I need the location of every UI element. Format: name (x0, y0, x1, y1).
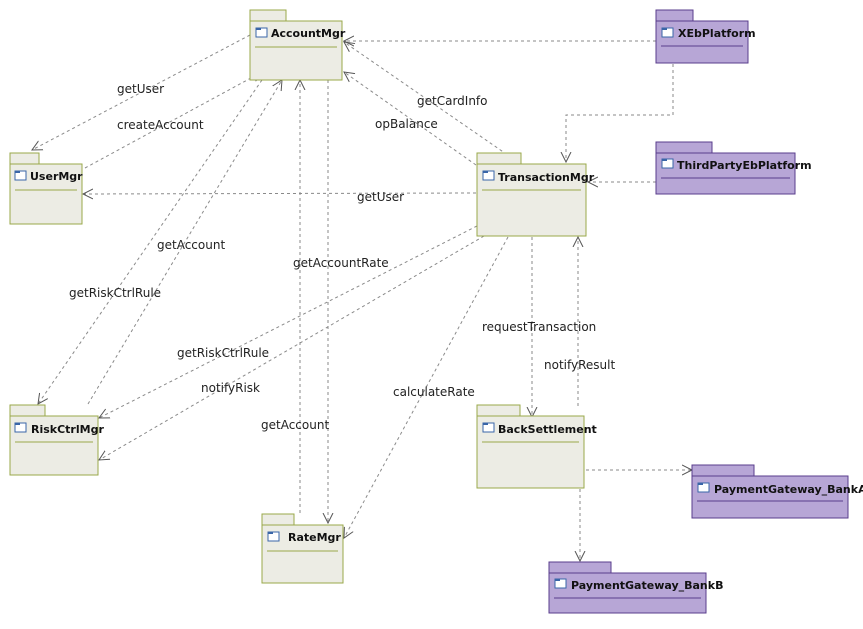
package-xebplatform[interactable]: XEbPlatform (655, 9, 756, 64)
package-accountmgr[interactable]: AccountMgr (249, 9, 346, 81)
folder-icon (267, 531, 280, 542)
label-createaccount: createAccount (117, 118, 204, 132)
dependency-labels: getUser createAccount getCardInfo opBala… (69, 82, 615, 432)
package-name: PaymentGateway_BankA (714, 483, 863, 496)
package-name: PaymentGateway_BankB (571, 579, 723, 592)
folder-icon (661, 158, 674, 169)
package-backsettlement[interactable]: BackSettlement (476, 404, 597, 489)
dep-getuser-account (32, 34, 251, 150)
label-getaccount-risk: getAccount (157, 238, 225, 252)
dep-opbalance (344, 72, 477, 166)
label-calculaterate: calculateRate (393, 385, 475, 399)
folder-icon (661, 27, 674, 38)
label-getuser-account: getUser (117, 82, 164, 96)
label-opbalance: opBalance (375, 117, 438, 131)
package-paymentgateway-bankb[interactable]: PaymentGateway_BankB (548, 561, 723, 614)
label-getuser-txn: getUser (357, 190, 404, 204)
folder-icon (697, 482, 710, 493)
folder-icon (554, 578, 567, 589)
label-getaccountrate: getAccountRate (293, 256, 389, 270)
label-notifyresult: notifyResult (544, 358, 615, 372)
label-requesttransaction: requestTransaction (482, 320, 596, 334)
label-getcardinfo: getCardInfo (417, 94, 488, 108)
label-getriskctrlrule-txn: getRiskCtrlRule (177, 346, 269, 360)
dep-getriskctrlrule-txn (99, 225, 478, 418)
dep-getaccount-risk (87, 80, 282, 405)
label-getriskctrlrule-account: getRiskCtrlRule (69, 286, 161, 300)
package-transactionmgr[interactable]: TransactionMgr (476, 152, 595, 237)
package-name: TransactionMgr (498, 171, 595, 184)
package-name: XEbPlatform (678, 27, 756, 40)
dep-getuser-txn (83, 193, 477, 194)
folder-icon (482, 422, 495, 433)
dep-xeb-txn (566, 64, 674, 162)
label-getaccount-rate: getAccount (261, 418, 329, 432)
package-name: AccountMgr (271, 27, 346, 40)
package-riskctrlmgr[interactable]: RiskCtrlMgr (9, 404, 104, 476)
package-ratemgr[interactable]: RateMgr (261, 513, 344, 584)
folder-icon (482, 170, 495, 181)
package-name: RiskCtrlMgr (31, 423, 104, 436)
dep-notifyrisk (99, 235, 485, 460)
package-name: ThirdPartyEbPlatform (677, 159, 812, 172)
dependency-lines (32, 34, 692, 561)
package-paymentgateway-banka[interactable]: PaymentGateway_BankA (691, 464, 863, 519)
folder-icon (255, 27, 268, 38)
package-name: BackSettlement (498, 423, 597, 436)
package-thirdpartyebplatform[interactable]: ThirdPartyEbPlatform (655, 141, 812, 195)
folder-icon (14, 170, 27, 181)
package-name: UserMgr (30, 170, 83, 183)
label-notifyrisk: notifyRisk (201, 381, 260, 395)
package-name: RateMgr (288, 531, 341, 544)
package-usermgr[interactable]: UserMgr (9, 152, 83, 225)
dep-getcardinfo (344, 42, 513, 159)
folder-icon (14, 422, 27, 433)
